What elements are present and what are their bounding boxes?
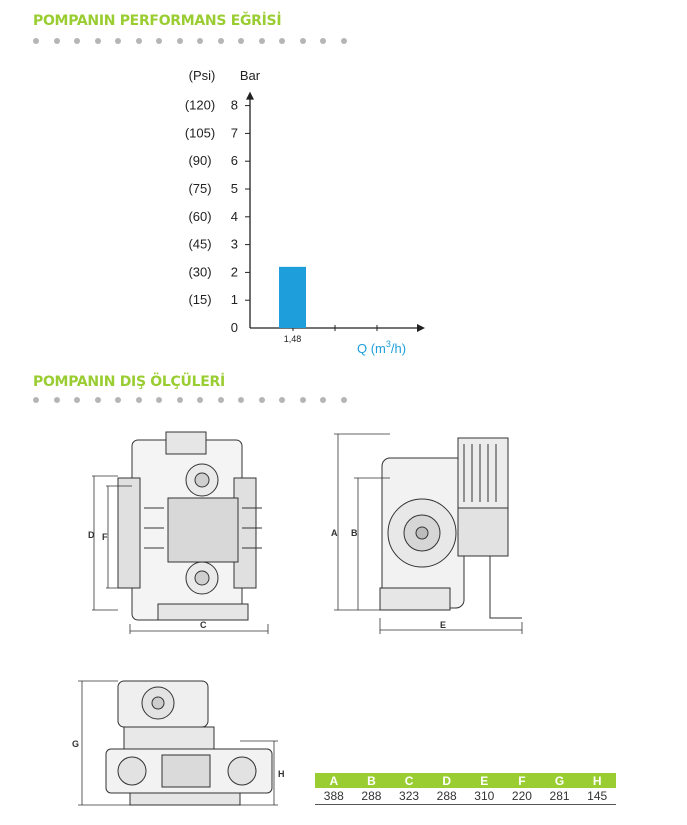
dim-header-c: C: [390, 773, 428, 788]
divider-dot: [238, 397, 244, 403]
x-axis-arrow: [417, 324, 425, 332]
divider-dot: [94, 38, 101, 44]
y-tick-label: 6: [231, 153, 238, 168]
divider-dot: [217, 38, 224, 44]
performance-chart: (Psi) Bar 0 1 2 3 4 5 6 7 8 (15) (30) (45) (60) (75)…: [185, 68, 425, 356]
dim-label-d: D: [88, 530, 95, 540]
top-view-drawing: G H: [72, 680, 285, 806]
psi-tick-labels: (15) (30) (45) (60) (75) (90) (105) (120): [185, 98, 215, 308]
dim-header-d: D: [427, 773, 466, 788]
y-axis-label: Bar: [240, 68, 261, 83]
y-tick-label: 7: [231, 125, 238, 140]
divider-dot: [176, 38, 183, 44]
dim-label-h: H: [278, 769, 285, 779]
divider-dot: [197, 38, 203, 44]
y-axis-arrow: [246, 91, 254, 100]
dim-value-d: 288: [427, 788, 466, 805]
divider-dot: [258, 38, 265, 44]
y-tick-labels: 0 1 2 3 4 5 6 7 8: [231, 98, 250, 335]
divider-dot: [135, 397, 142, 403]
dim-label-c: C: [200, 620, 207, 630]
divider-dot: [74, 38, 80, 44]
dim-header-b: B: [352, 773, 391, 788]
x-category-labels: 1,48: [284, 334, 302, 344]
divider-dot: [176, 397, 183, 403]
dim-header-f: F: [503, 773, 541, 788]
dim-header-h: H: [578, 773, 616, 788]
chart-axes: [246, 91, 425, 332]
dim-header-e: E: [465, 773, 504, 788]
divider-dot: [53, 397, 60, 403]
x-axis-label: Q (m3/h): [357, 339, 406, 356]
performance-section-title: POMPANIN PERFORMANS EĞRİSİ: [33, 13, 282, 29]
dim-value-a: 388: [315, 788, 353, 805]
bar-series: [279, 266, 306, 328]
divider-dot: [53, 38, 60, 44]
psi-tick-label: (75): [188, 181, 211, 196]
y-tick-label: 5: [231, 181, 238, 196]
side-view-drawing: A B E: [331, 433, 523, 634]
divider-dot: [74, 397, 80, 403]
dim-header-g: G: [540, 773, 579, 788]
dim-label-e: E: [440, 620, 446, 630]
divider-dot: [299, 397, 306, 403]
divider-dot: [156, 397, 162, 403]
x-category-label: 1,48: [284, 334, 302, 344]
y-tick-label: 3: [231, 237, 238, 252]
dim-label-b: B: [351, 528, 358, 538]
dim-label-f: F: [102, 532, 108, 542]
divider-dot: [115, 38, 121, 44]
dim-value-e: 310: [465, 788, 504, 805]
divider-dot: [320, 38, 326, 44]
divider-dot: [340, 38, 347, 44]
dim-value-f: 220: [503, 788, 541, 805]
divider-dot: [299, 38, 306, 44]
dimensions-section-title: POMPANIN DIŞ ÖLÇÜLERİ: [33, 374, 225, 390]
divider-dot: [320, 397, 326, 403]
y-tick-label: 4: [231, 209, 238, 224]
dim-label-g: G: [72, 739, 79, 749]
divider-dot: [238, 38, 244, 44]
divider-dot: [33, 397, 39, 403]
dim-value-h: 145: [578, 788, 616, 805]
y-tick-label: 1: [231, 292, 238, 307]
psi-tick-label: (105): [185, 125, 215, 140]
divider-dot: [94, 397, 101, 403]
psi-tick-label: (120): [185, 98, 215, 113]
y-tick-label: 2: [231, 264, 238, 279]
psi-tick-label: (30): [188, 264, 211, 279]
y-axis-secondary-label: (Psi): [189, 68, 216, 83]
divider-dot: [197, 397, 203, 403]
psi-tick-label: (60): [188, 209, 211, 224]
divider-dot: [135, 38, 142, 44]
divider-dot: [279, 397, 285, 403]
dim-value-g: 281: [540, 788, 579, 805]
divider-dot: [217, 397, 224, 403]
front-view-drawing: D F C: [88, 431, 269, 634]
dim-value-b: 288: [352, 788, 391, 805]
bar: [279, 266, 306, 328]
psi-tick-label: (90): [188, 153, 211, 168]
y-tick-label: 0: [231, 320, 238, 335]
divider-dot: [340, 397, 347, 403]
dim-value-c: 323: [390, 788, 428, 805]
psi-tick-label: (45): [188, 237, 211, 252]
y-tick-label: 8: [231, 98, 238, 113]
divider-dot: [33, 38, 39, 44]
divider-dot: [156, 38, 162, 44]
divider-dot: [279, 38, 285, 44]
psi-tick-label: (15): [188, 292, 211, 307]
divider-dot: [258, 397, 265, 403]
divider-dot: [115, 397, 121, 403]
dim-header-a: A: [315, 773, 353, 788]
dim-label-a: A: [331, 528, 338, 538]
